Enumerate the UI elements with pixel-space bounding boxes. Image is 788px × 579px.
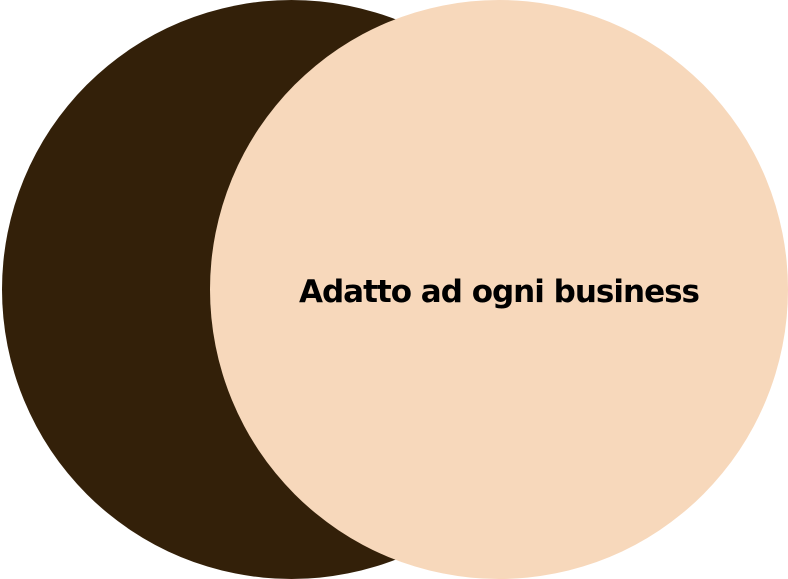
light-circle: Adatto ad ogni business xyxy=(210,0,788,579)
headline-text: Adatto ad ogni business xyxy=(298,273,700,310)
